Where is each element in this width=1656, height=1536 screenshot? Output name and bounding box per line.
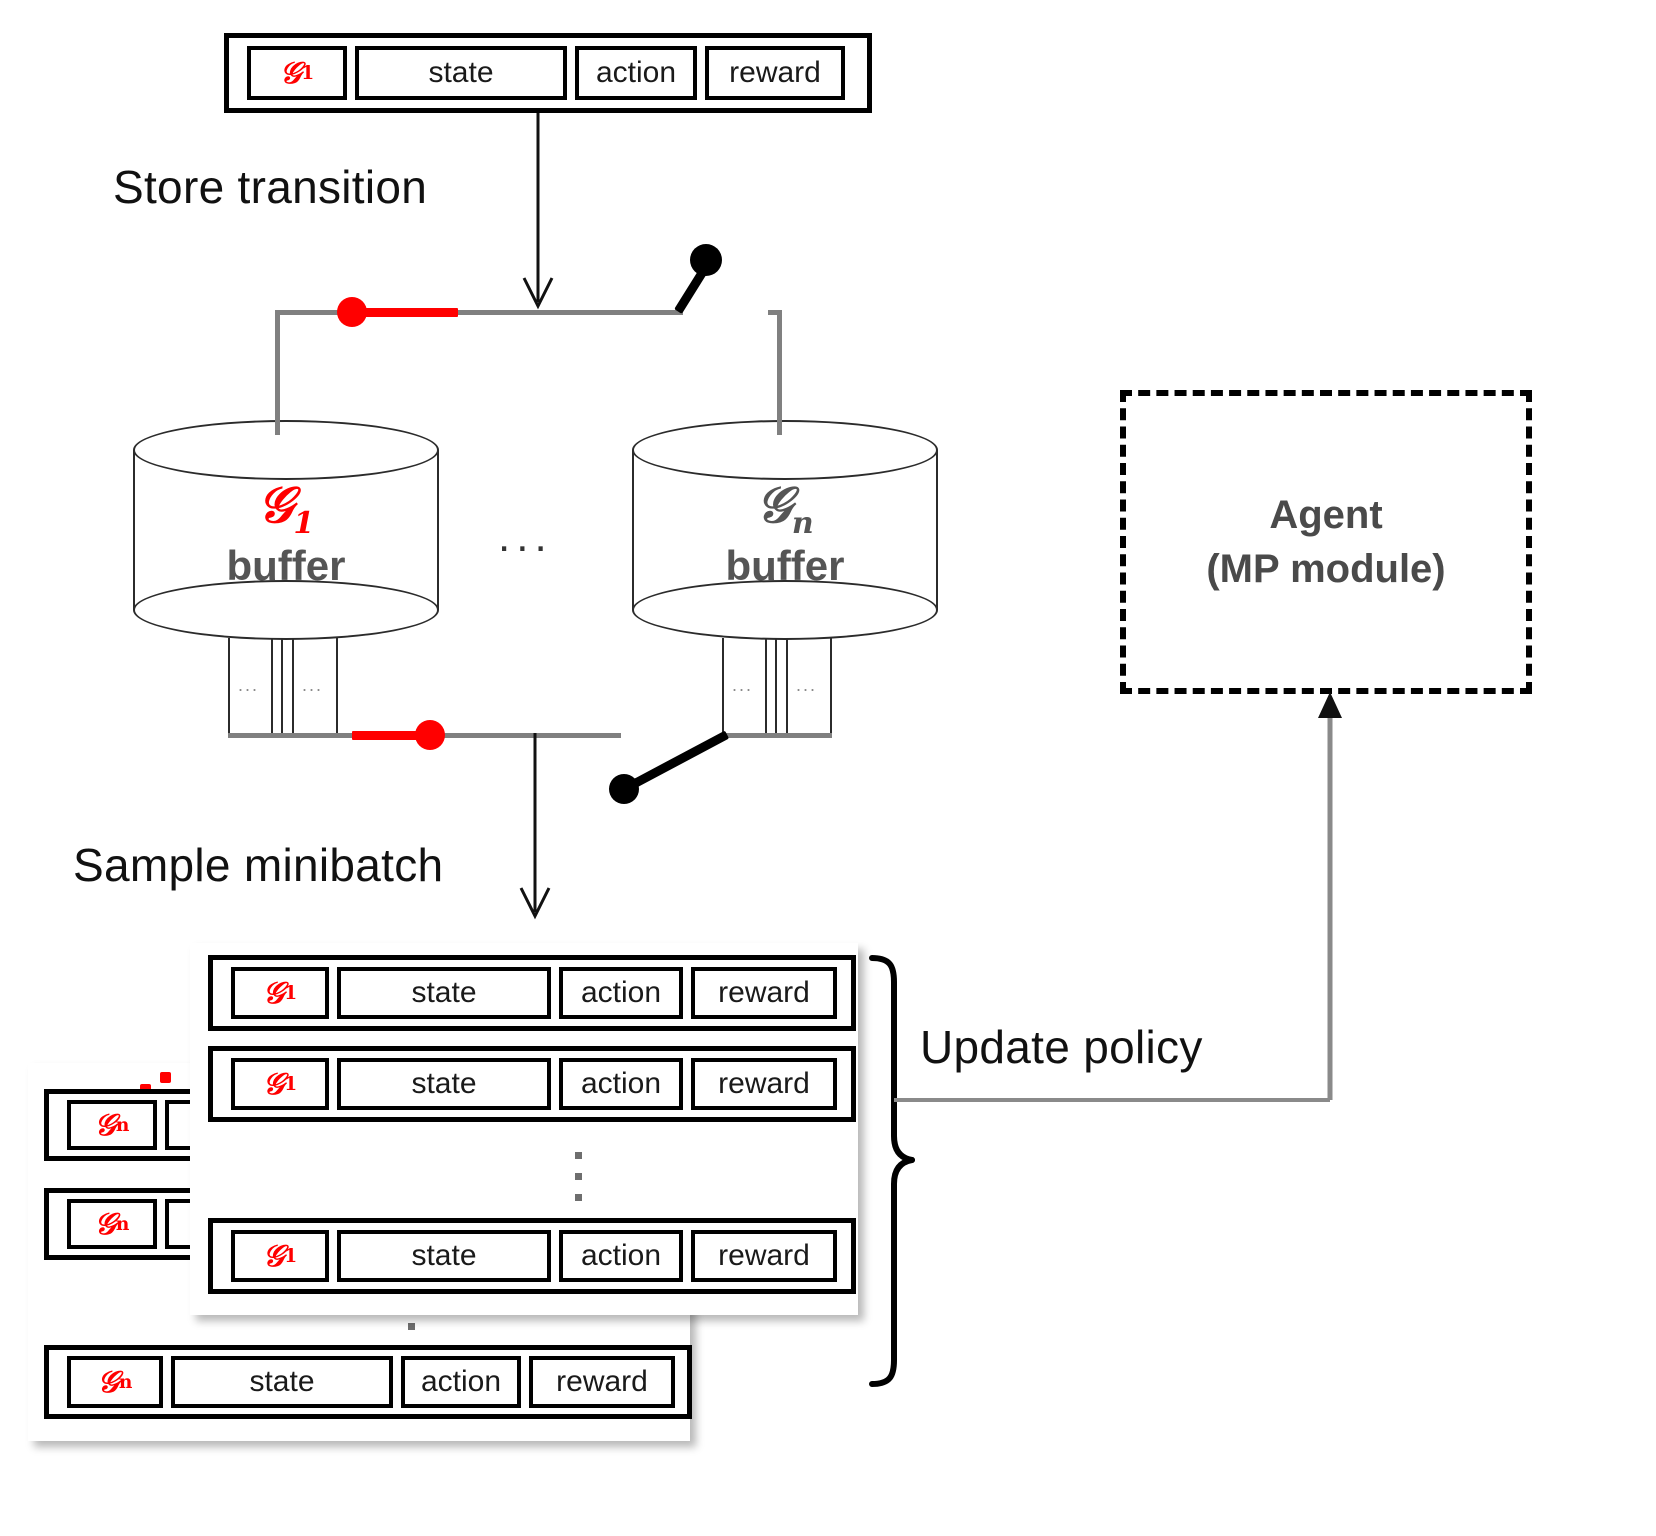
- back-bottom-reward-cell: reward: [529, 1356, 675, 1408]
- back-bottom-state-cell: state: [171, 1356, 393, 1408]
- front-row-3-state-cell: state: [337, 1230, 551, 1282]
- front-row-3-action-cell: action: [559, 1230, 683, 1282]
- front-row-2-reward-cell: reward: [691, 1058, 837, 1110]
- top-bus-right: [768, 310, 782, 315]
- buffer-g1-symbol: 𝒢1: [257, 475, 315, 541]
- agent-title: Agent: [1269, 493, 1383, 537]
- transition-state-cell: state: [355, 46, 567, 100]
- top-bus-red-contact: [337, 297, 367, 327]
- transition-action-cell: action: [575, 46, 697, 100]
- buffer-g1-slot-1: [228, 638, 230, 738]
- buffer-gn-slot-4: [786, 638, 788, 738]
- store-transition-label: Store transition: [113, 161, 428, 213]
- top-bus-red-segment: [352, 308, 458, 317]
- agent-subtitle: (MP module): [1206, 547, 1446, 591]
- goal-symbol: 𝒢: [279, 55, 302, 91]
- buffer-gn-slot-ellipsis-right: ...: [796, 675, 818, 695]
- front-row-1-state-cell: state: [337, 967, 551, 1019]
- arrow-down-icon-sample: [519, 733, 551, 920]
- switch-top-knob[interactable]: [690, 244, 722, 276]
- buffers-ellipsis: ...: [498, 512, 553, 561]
- buffer-g1: 𝒢1 buffer: [133, 420, 439, 640]
- buffer-g1-slot-ellipsis-left: ...: [238, 675, 260, 695]
- buffer-gn-slot-5: [830, 638, 832, 738]
- agent-box[interactable]: Agent (MP module): [1120, 390, 1532, 694]
- buffer-g1-slot-4: [292, 638, 294, 738]
- goal-subscript: 1: [301, 62, 315, 84]
- buffer-g1-slot-5: [336, 638, 338, 738]
- front-row-2-state-cell: state: [337, 1058, 551, 1110]
- buffer-gn: 𝒢n buffer: [632, 420, 938, 640]
- switch-bottom-knob[interactable]: [609, 774, 639, 804]
- buffer-gn-slot-ellipsis-left: ...: [732, 675, 754, 695]
- buffer-g1-label: buffer: [226, 542, 346, 589]
- buffer-gn-slot-2: [765, 638, 767, 738]
- bottom-bus-right: [722, 733, 832, 738]
- buffer-gn-slot-3: [775, 638, 777, 738]
- transition-reward-cell: reward: [705, 46, 845, 100]
- front-row-1-reward-cell: reward: [691, 967, 837, 1019]
- buffer-g1-slot-3: [281, 638, 283, 738]
- bottom-bus-red-contact: [415, 720, 445, 750]
- buffer-gn-slot-1: [722, 638, 724, 738]
- buffer-gn-label: buffer: [725, 542, 845, 589]
- front-row-2-action-cell: action: [559, 1058, 683, 1110]
- curly-brace-icon: [869, 955, 915, 1387]
- front-row-3-reward-cell: reward: [691, 1230, 837, 1282]
- top-bus-drop-right: [777, 310, 782, 435]
- minibatch-front-vertical-ellipsis: [575, 1152, 582, 1201]
- top-bus-left: [275, 310, 683, 315]
- back-bottom-action-cell: action: [401, 1356, 521, 1408]
- buffer-g1-slot-2: [271, 638, 273, 738]
- top-bus-drop-left: [275, 310, 280, 435]
- arrow-down-icon-store: [522, 113, 554, 310]
- front-row-1-action-cell: action: [559, 967, 683, 1019]
- buffer-gn-symbol: 𝒢n: [756, 475, 814, 541]
- bottom-bus-red-segment: [352, 731, 442, 740]
- sample-minibatch-label: Sample minibatch: [73, 839, 444, 891]
- update-policy-label: Update policy: [920, 1021, 1203, 1073]
- buffer-g1-slot-ellipsis-right: ...: [302, 675, 324, 695]
